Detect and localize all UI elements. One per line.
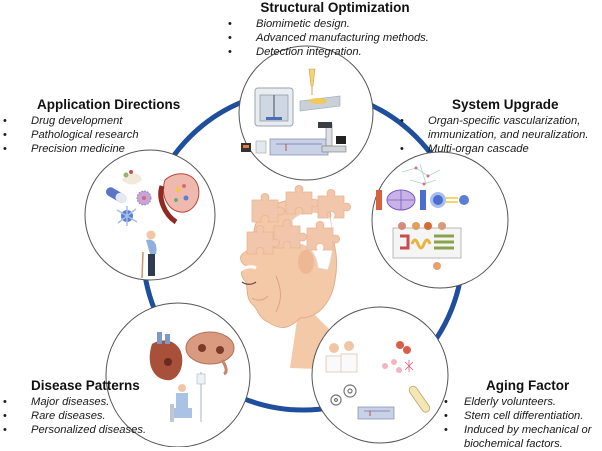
list-item: Biomimetic design.	[228, 17, 450, 31]
section-aging: Aging Factor Elderly volunteers. Stem ce…	[444, 378, 602, 451]
section-title: Disease Patterns	[31, 378, 140, 393]
section-title: Aging Factor	[486, 378, 570, 393]
lab-equipment-icon	[238, 45, 374, 181]
list-item: Personalized diseases.	[3, 423, 163, 437]
list-item: Pathological research	[3, 128, 203, 142]
list-item: Rare diseases.	[3, 409, 163, 423]
list-item: Stem cell differentiation.	[444, 409, 602, 423]
list-item: Advanced manufacturing methods.	[228, 31, 450, 45]
section-structural: Structural Optimization Biomimetic desig…	[220, 0, 450, 59]
section-disease: Disease Patterns Major diseases. Rare di…	[3, 378, 163, 437]
organ-chip-icon	[371, 151, 509, 289]
item-list: Biomimetic design. Advanced manufacturin…	[228, 17, 450, 59]
section-title: System Upgrade	[452, 97, 559, 112]
list-item: Major diseases.	[3, 395, 163, 409]
section-system: System Upgrade Organ-specific vasculariz…	[400, 97, 600, 156]
item-list: Major diseases. Rare diseases. Personali…	[3, 395, 163, 437]
item-list: Elderly volunteers. Stem cell differenti…	[444, 395, 602, 451]
list-item: Elderly volunteers.	[444, 395, 602, 409]
section-title: Structural Optimization	[260, 0, 410, 15]
list-item: Precision medicine	[3, 142, 203, 156]
list-item: Organ-specific vascularization, immuniza…	[400, 114, 600, 142]
list-item: Multi-organ cascade	[400, 142, 600, 156]
list-item: Drug development	[3, 114, 203, 128]
drug-cells-elderly-icon	[84, 149, 216, 281]
list-item: Detection integration.	[228, 45, 450, 59]
item-list: Drug development Pathological research P…	[3, 114, 203, 156]
elderly-cells-gears-icon	[311, 306, 449, 444]
item-list: Organ-specific vascularization, immuniza…	[400, 114, 600, 156]
section-title: Application Directions	[37, 97, 181, 112]
section-application: Application Directions Drug development …	[3, 97, 203, 156]
aging-head-puzzle-icon	[237, 184, 352, 370]
